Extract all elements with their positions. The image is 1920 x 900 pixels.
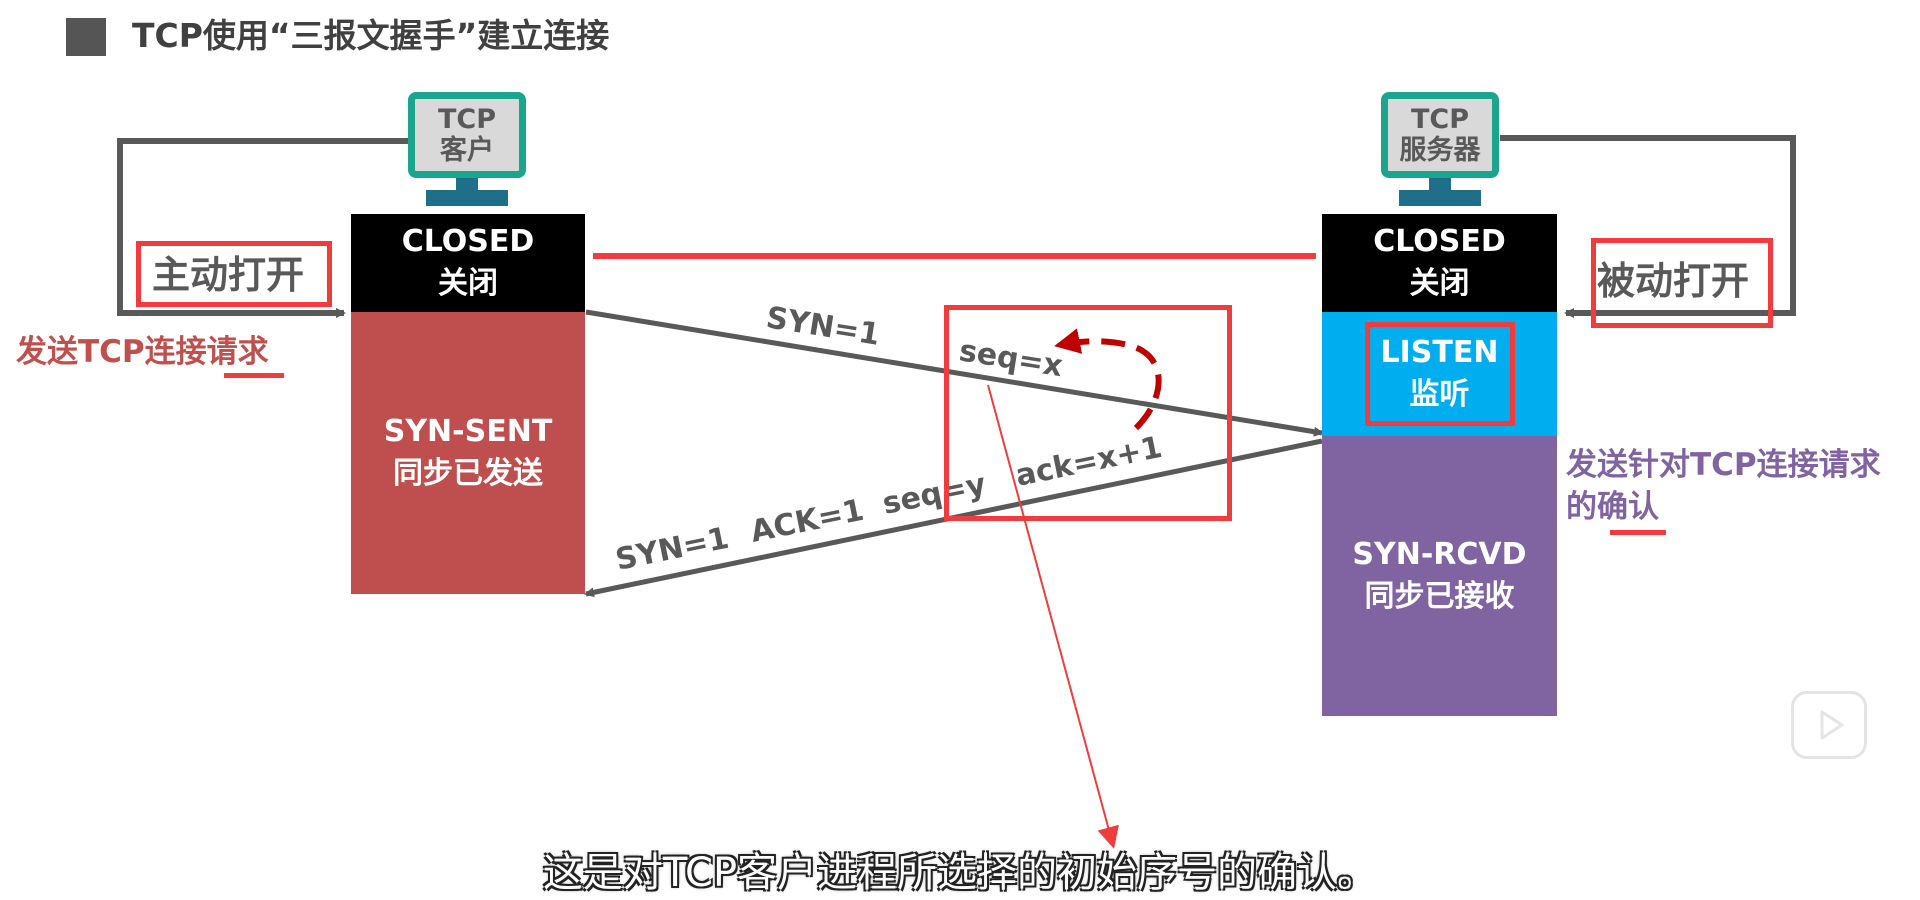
server-closed-en: CLOSED bbox=[1373, 224, 1506, 259]
pointer-line bbox=[987, 384, 1119, 849]
server-state-listen: LISTEN 监听 bbox=[1322, 312, 1557, 436]
client-request-label: 发送TCP连接请求 bbox=[16, 334, 269, 370]
server-ack-label-line1: 发送针对TCP连接请求 bbox=[1566, 447, 1881, 483]
client-closed-en: CLOSED bbox=[401, 224, 535, 259]
server-closed-cn: 关闭 bbox=[1409, 266, 1470, 301]
server-syn-rcvd-en: SYN-RCVD bbox=[1352, 537, 1527, 572]
server-open-highlight-box bbox=[1591, 238, 1773, 328]
server-listen-cn: 监听 bbox=[1409, 377, 1470, 412]
listen-highlight-box: LISTEN 监听 bbox=[1364, 322, 1515, 426]
client-open-label: 主动打开 bbox=[152, 253, 305, 297]
dashed-curve-arrow bbox=[1054, 328, 1162, 431]
server-state-syn-rcvd: SYN-RCVD 同步已接收 bbox=[1322, 436, 1557, 716]
client-closed-cn: 关闭 bbox=[438, 266, 498, 301]
server-state-closed: CLOSED 关闭 bbox=[1322, 214, 1557, 312]
client-syn-sent-en: SYN-SENT bbox=[383, 414, 553, 449]
title-bullet bbox=[66, 18, 106, 56]
server-computer-icon: TCP 服务器 bbox=[1381, 92, 1499, 178]
server-computer-base bbox=[1399, 190, 1481, 206]
client-computer-line1: TCP bbox=[437, 104, 497, 135]
server-computer-line2: 服务器 bbox=[1399, 135, 1481, 166]
server-syn-rcvd-cn: 同步已接收 bbox=[1364, 579, 1515, 614]
client-computer-icon: TCP 客户 bbox=[408, 92, 526, 178]
server-open-line bbox=[1500, 135, 1796, 318]
syn-segment-arrow bbox=[585, 309, 1324, 437]
client-computer-line2: 客户 bbox=[440, 135, 494, 166]
play-button[interactable] bbox=[1791, 691, 1867, 759]
client-open-highlight-box bbox=[136, 241, 332, 307]
video-subtitle: 这是对TCP客户进程所选择的初始序号的确认。 bbox=[542, 850, 1378, 896]
page-title: TCP使用“三报文握手”建立连接 bbox=[132, 16, 610, 55]
client-computer-stand bbox=[456, 178, 478, 190]
client-request-underline bbox=[224, 373, 284, 378]
client-state-closed: CLOSED 关闭 bbox=[351, 214, 585, 312]
server-ack-label-line2: 的确认 bbox=[1566, 489, 1659, 525]
server-listen-en: LISTEN bbox=[1380, 335, 1499, 370]
server-ack-underline bbox=[1610, 530, 1666, 535]
client-syn-sent-cn: 同步已发送 bbox=[393, 456, 543, 491]
server-computer-line1: TCP bbox=[1410, 104, 1470, 135]
segment-highlight-box bbox=[944, 305, 1232, 521]
client-open-line bbox=[117, 138, 408, 318]
client-computer-base bbox=[426, 190, 508, 206]
client-state-syn-sent: SYN-SENT 同步已发送 bbox=[351, 312, 585, 594]
server-open-label: 被动打开 bbox=[1597, 259, 1750, 303]
server-computer-stand bbox=[1429, 178, 1451, 190]
play-icon bbox=[1820, 710, 1844, 740]
